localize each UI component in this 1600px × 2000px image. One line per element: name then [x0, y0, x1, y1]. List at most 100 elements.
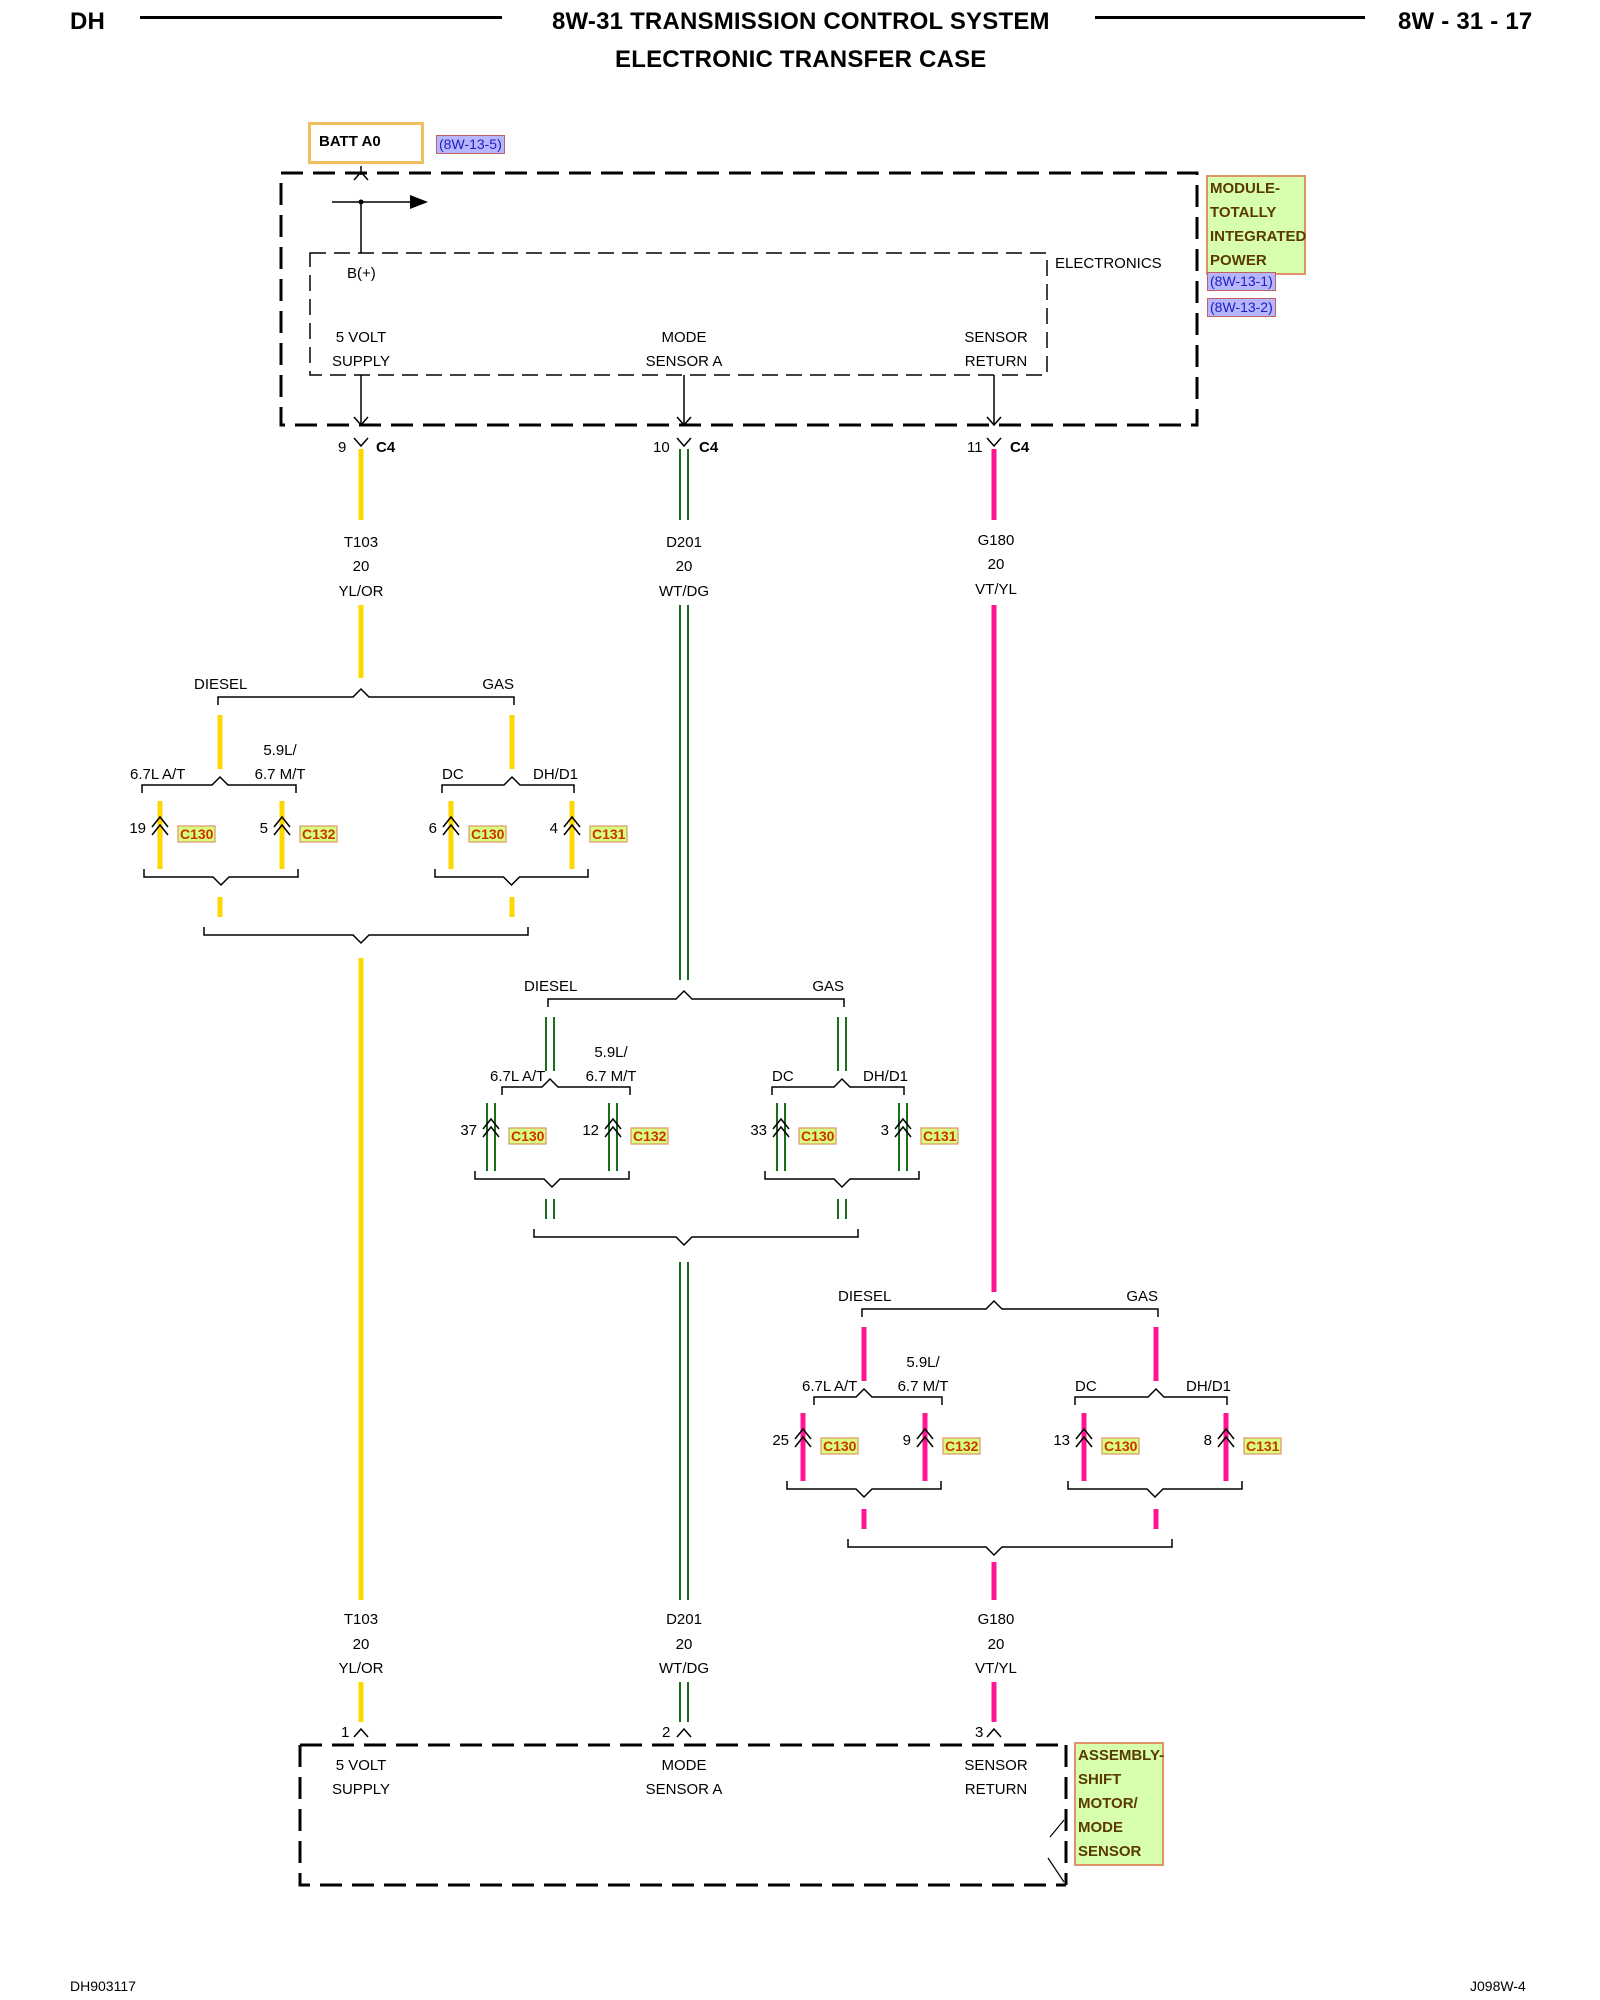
- tipm-module-outline: [279, 171, 1199, 427]
- wire2-color-bottom: WT/DG: [659, 1660, 709, 1677]
- connector-pin-3-2: 9: [903, 1432, 911, 1449]
- wire-d201[interactable]: [679, 449, 689, 1722]
- c4-label-3: C4: [1010, 439, 1030, 456]
- c4-pin-9: 9: [338, 439, 346, 456]
- assembly-leader-1: [1049, 1819, 1065, 1838]
- diesel-merge-bracket-1: [143, 869, 299, 887]
- assembly-pin3-line2: RETURN: [965, 1781, 1028, 1798]
- page-title: 8W-31 TRANSMISSION CONTROL SYSTEM: [552, 8, 1050, 35]
- connector-1-1[interactable]: C130: [180, 826, 214, 842]
- c4-pin-11: 11: [967, 439, 983, 456]
- connector-2-3[interactable]: C130: [801, 1128, 835, 1144]
- wire2-color-top: WT/DG: [659, 583, 709, 600]
- gas-label-2: GAS: [812, 978, 844, 995]
- batt-ref-link[interactable]: (8W-13-5): [436, 135, 505, 154]
- splice-group-1: [151, 715, 581, 917]
- gas-merge-bracket-1: [434, 869, 589, 887]
- connector-3-3[interactable]: C130: [1104, 1438, 1138, 1454]
- module-pin2-line2: SENSOR A: [646, 353, 723, 370]
- connector-3-2-box: [942, 1437, 981, 1455]
- footer-left-code: DH903117: [70, 1978, 136, 1994]
- c4-label-1: C4: [376, 439, 396, 456]
- diesel-sub-bracket-3: [813, 1387, 943, 1405]
- connector-2-3-box: [798, 1127, 837, 1145]
- final-merge-bracket-3: [847, 1539, 1173, 1557]
- left-b2-label-2: 6.7 M/T: [586, 1068, 637, 1085]
- page-number: 8W - 31 - 17: [1398, 8, 1533, 35]
- connector-2-4[interactable]: C131: [923, 1128, 957, 1144]
- connector-pin-3-4: 8: [1204, 1432, 1212, 1449]
- wire2-gauge-top: 20: [676, 558, 693, 575]
- left-b1-label-2: 5.9L/: [594, 1044, 628, 1061]
- connector-1-3-box: [468, 825, 507, 843]
- assembly-shift-motor-label: ASSEMBLY- SHIFT MOTOR/ MODE SENSOR: [1074, 1742, 1164, 1866]
- assembly-pin-2: 2: [662, 1724, 670, 1741]
- connector-2-2[interactable]: C132: [633, 1128, 667, 1144]
- connector-3-1[interactable]: C130: [823, 1438, 857, 1454]
- module-ref-link-1[interactable]: (8W-13-1): [1207, 272, 1276, 291]
- assembly-pin-1: 1: [341, 1724, 349, 1741]
- batt-a0-box: BATT A0: [308, 122, 424, 164]
- connector-1-3[interactable]: C130: [471, 826, 505, 842]
- c4-label-2: C4: [699, 439, 719, 456]
- wire1-circuit-bottom: T103: [344, 1611, 378, 1628]
- header-rule-left: [140, 16, 502, 19]
- bplus-arrow: [410, 195, 428, 209]
- wire1-color-top: YL/OR: [338, 583, 383, 600]
- left-b1-label-3: 5.9L/: [906, 1354, 940, 1371]
- left-a-label-1: 6.7L A/T: [130, 766, 185, 783]
- wire3-circuit-top: G180: [978, 532, 1015, 549]
- assembly-outline: [298, 1743, 1066, 1887]
- connector-1-4[interactable]: C131: [592, 826, 626, 842]
- connector-1-1-box: [177, 825, 216, 843]
- right-a-label-1: DC: [442, 766, 464, 783]
- module-pin3-line1: SENSOR: [964, 329, 1028, 346]
- gas-sub-bracket-3: [1074, 1387, 1228, 1405]
- diesel-merge-bracket-2: [474, 1171, 630, 1189]
- module-pin1-line1: 5 VOLT: [336, 329, 387, 346]
- left-b1-label-1: 5.9L/: [263, 742, 297, 759]
- connector-2-1[interactable]: C130: [511, 1128, 545, 1144]
- assembly-pin1-line2: SUPPLY: [332, 1781, 390, 1798]
- connector-pin-3-3: 13: [1053, 1432, 1070, 1449]
- assembly-pin3-line1: SENSOR: [964, 1757, 1028, 1774]
- assembly-pin-chevrons: [353, 1727, 1002, 1738]
- module-pin3-line2: RETURN: [965, 353, 1028, 370]
- batt-feed-chevron: [353, 170, 369, 181]
- page-code-left: DH: [70, 8, 106, 35]
- connector-2-1-box: [508, 1127, 547, 1145]
- splice-group-2: [482, 1017, 912, 1219]
- split-top-bracket-2: [547, 989, 845, 1007]
- assembly-leader-2: [1047, 1857, 1065, 1883]
- wire3-circuit-bottom: G180: [978, 1611, 1015, 1628]
- connector-pin-2-1: 37: [460, 1122, 477, 1139]
- diesel-merge-bracket-3: [786, 1481, 942, 1499]
- connector-1-2[interactable]: C132: [302, 826, 336, 842]
- assembly-pin-3: 3: [975, 1724, 983, 1741]
- assembly-pin2-line1: MODE: [662, 1757, 707, 1774]
- right-a-label-2: DC: [772, 1068, 794, 1085]
- header-rule-right: [1095, 16, 1365, 19]
- left-a-label-3: 6.7L A/T: [802, 1378, 857, 1395]
- left-a-label-2: 6.7L A/T: [490, 1068, 545, 1085]
- page-subtitle: ELECTRONIC TRANSFER CASE: [615, 46, 987, 73]
- gas-label-1: GAS: [482, 676, 514, 693]
- module-ref-link-2[interactable]: (8W-13-2): [1207, 298, 1276, 317]
- connector-pin-3-1: 25: [772, 1432, 789, 1449]
- connector-3-4[interactable]: C131: [1246, 1438, 1280, 1454]
- wire1-circuit-top: T103: [344, 534, 378, 551]
- connector-pin-1-1: 19: [129, 820, 146, 837]
- diesel-label-3: DIESEL: [838, 1288, 891, 1305]
- wire3-gauge-top: 20: [988, 556, 1005, 573]
- bplus-junction: [358, 199, 364, 205]
- connector-3-2[interactable]: C132: [945, 1438, 979, 1454]
- right-b-label-2: DH/D1: [863, 1068, 908, 1085]
- assembly-pin1-line1: 5 VOLT: [336, 1757, 387, 1774]
- wire1-gauge-top: 20: [353, 558, 370, 575]
- module-pin2-line1: MODE: [662, 329, 707, 346]
- connector-3-1-box: [820, 1437, 859, 1455]
- connector-pin-1-4: 4: [550, 820, 558, 837]
- connector-pin-2-3: 33: [750, 1122, 767, 1139]
- assembly-pin2-line2: SENSOR A: [646, 1781, 723, 1798]
